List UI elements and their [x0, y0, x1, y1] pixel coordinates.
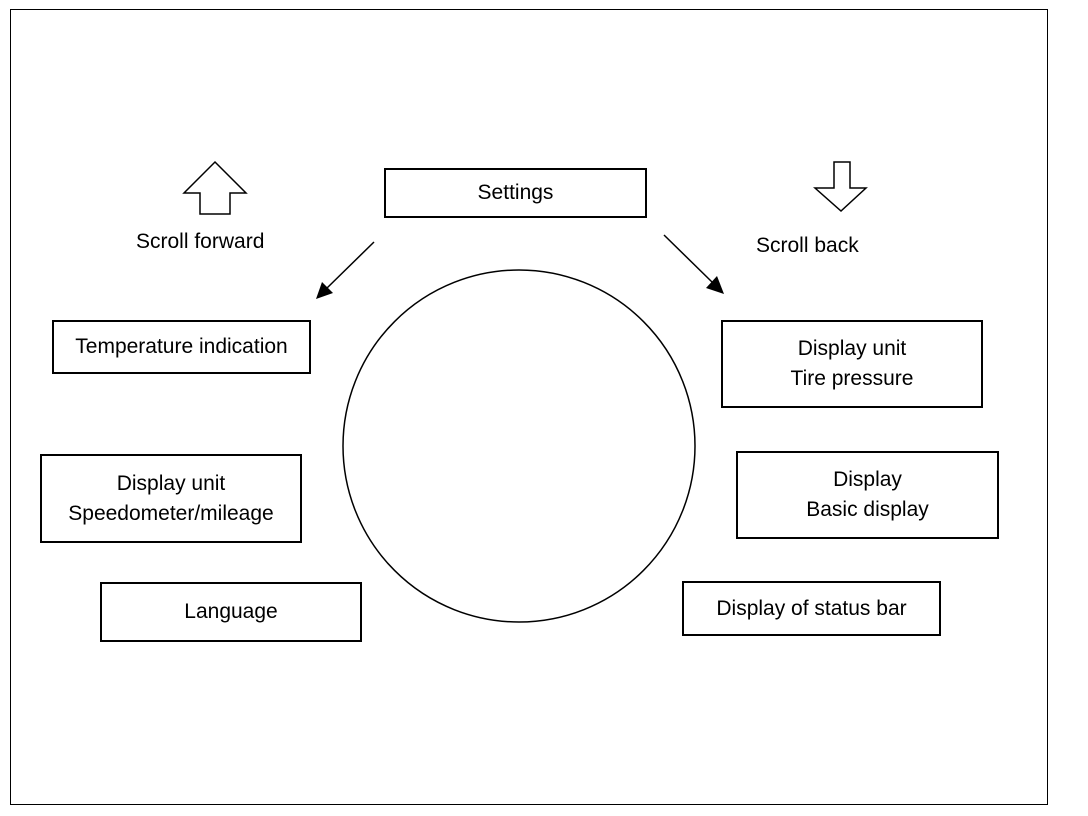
menu-item-line: Display of status bar: [716, 596, 907, 620]
menu-item-temperature-indication: Temperature indication: [52, 320, 311, 374]
connector-forward: [325, 241, 375, 290]
menu-item-line: Speedometer/mileage: [68, 501, 274, 525]
menu-item-line: Temperature indication: [75, 335, 288, 358]
arrow-up-outline-icon: [182, 160, 248, 215]
connector-forward-arrowhead-icon: [316, 282, 333, 299]
settings-box: Settings: [384, 168, 647, 218]
menu-item-display-of-status-bar: Display of status bar: [682, 581, 941, 636]
menu-item-display-basic-display: Display Basic display: [736, 451, 999, 539]
settings-label: Settings: [477, 181, 554, 204]
menu-item-language: Language: [100, 582, 362, 642]
diagram-frame: [10, 9, 1048, 805]
menu-item-display-unit-tire-pressure: Display unit Tire pressure: [721, 320, 983, 408]
connector-back-arrowhead-icon: [706, 276, 724, 294]
scroll-forward-label: Scroll forward: [136, 230, 265, 253]
menu-item-line: Language: [184, 600, 278, 623]
menu-item-line: Display: [833, 468, 902, 491]
menu-item-line: Display unit: [797, 337, 907, 360]
arrow-down-outline-icon: [813, 161, 868, 213]
connector-back: [663, 234, 713, 283]
menu-item-display-unit-speedometer: Display unit Speedometer/mileage: [40, 454, 302, 543]
menu-item-line: Basic display: [806, 498, 929, 521]
menu-item-line: Tire pressure: [790, 367, 914, 390]
menu-ring: [342, 269, 696, 623]
menu-item-line: Display unit: [116, 471, 226, 495]
scroll-back-label: Scroll back: [756, 234, 859, 257]
